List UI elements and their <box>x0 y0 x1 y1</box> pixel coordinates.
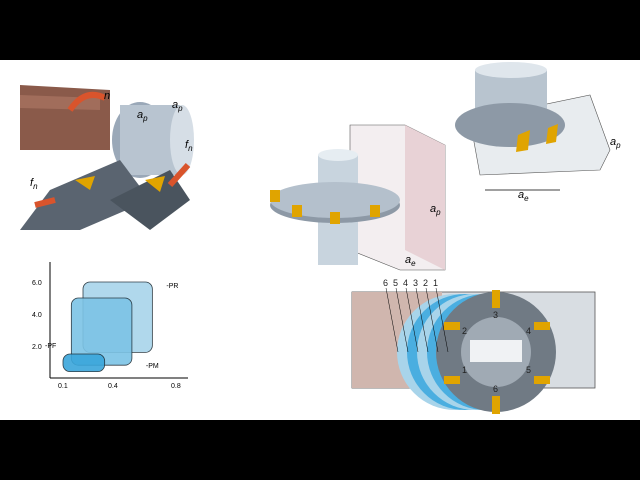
region-label: -PR <box>166 283 178 290</box>
pass-number: 4 <box>403 278 408 288</box>
disc-width-label: ae <box>405 254 416 268</box>
face-mill-illustration: ap ae <box>455 62 621 203</box>
insert-number: 2 <box>462 326 467 336</box>
pass-number: 3 <box>413 278 418 288</box>
spindle-speed-label: n <box>104 90 110 102</box>
feed-label-1: fn <box>185 139 193 153</box>
pass-number: 2 <box>423 278 428 288</box>
depth-of-cut-label-1: ap <box>137 109 148 123</box>
face-depth-label: ap <box>610 136 621 150</box>
pass-number: 5 <box>393 278 398 288</box>
illustration-page: n ap ap fn fn -PR -PM -PF 0.1 0.4 0.8 2.0 4.0 6… <box>0 60 640 420</box>
region-label: -PM <box>146 363 159 370</box>
depth-of-cut-label-2: ap <box>172 99 183 113</box>
y-tick-label: 6.0 <box>32 280 42 287</box>
disc-mill-illustration: ap ae <box>270 124 446 271</box>
y-tick-label: 2.0 <box>32 344 42 351</box>
insert-number: 1 <box>462 365 467 375</box>
insert-number: 4 <box>526 326 531 336</box>
pass-number: 1 <box>433 278 438 288</box>
region-pf <box>62 353 106 373</box>
y-tick-label: 4.0 <box>32 312 42 319</box>
x-tick-label: 0.8 <box>171 383 181 390</box>
feed-label-2: fn <box>30 177 38 191</box>
insert-number: 5 <box>526 365 531 375</box>
pass-number: 6 <box>383 278 388 288</box>
region-label: -PF <box>45 343 56 350</box>
machining-illustrations: n ap ap fn fn -PR -PM -PF 0.1 0.4 0.8 2.0 4.0 6… <box>20 62 621 414</box>
insert-geometry-chart: -PR -PM -PF 0.1 0.4 0.8 2.0 4.0 6.0 <box>32 262 188 390</box>
x-tick-label: 0.1 <box>58 383 68 390</box>
face-width-label: ae <box>518 189 529 203</box>
x-tick-label: 0.4 <box>108 383 118 390</box>
insert-number: 3 <box>493 310 498 320</box>
disc-depth-label: ap <box>430 203 441 217</box>
insert-number: 6 <box>493 384 498 394</box>
turning-illustration: n ap ap fn fn <box>20 75 194 230</box>
